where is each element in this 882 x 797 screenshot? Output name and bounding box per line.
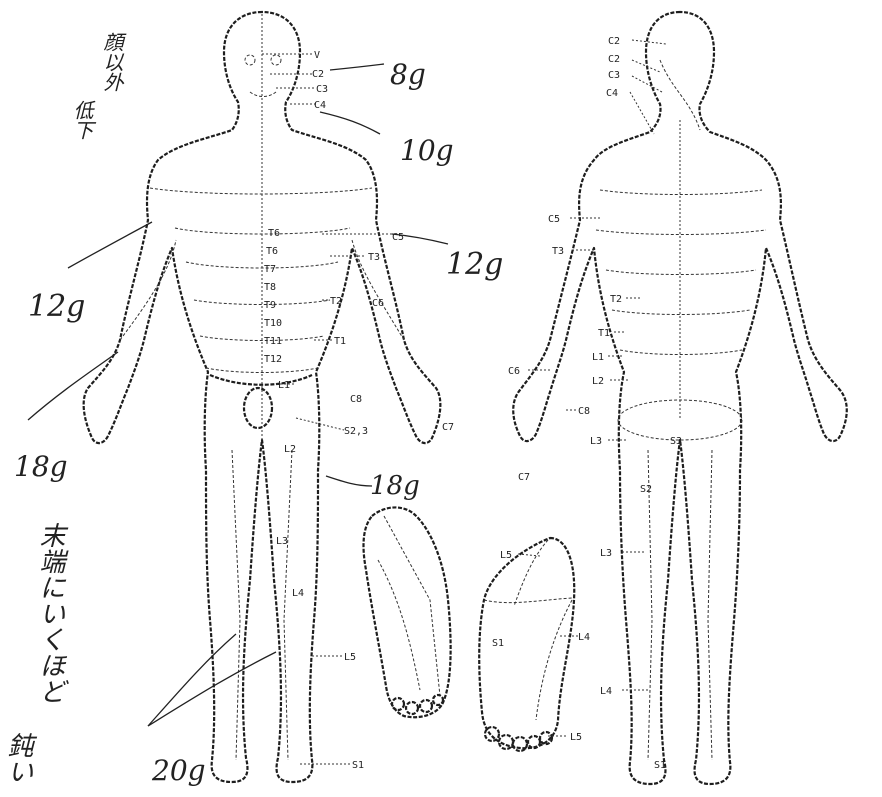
back-label-t2: T2 bbox=[610, 294, 622, 305]
front-label-t7: T7 bbox=[264, 264, 276, 275]
annotation-kanji-face-except: 顔以外 bbox=[100, 32, 124, 92]
front-label-s1: S1 bbox=[352, 760, 364, 771]
front-label-c6r: C6 bbox=[372, 298, 384, 309]
foot-label-l5a: L5 bbox=[500, 550, 512, 561]
front-label-s23: S2,3 bbox=[344, 426, 368, 437]
front-label-v: V bbox=[314, 50, 320, 61]
front-label-t2: T2 bbox=[330, 296, 342, 307]
front-label-t3: T3 bbox=[368, 252, 380, 263]
back-label-s1: S1 bbox=[654, 760, 666, 771]
back-label-c3: C3 bbox=[608, 70, 620, 81]
annotation-kanji-dull: 鈍い bbox=[3, 732, 33, 784]
foot-label-l4: L4 bbox=[578, 632, 590, 643]
handwritten-annotations: 顔以外 低下 8g 10g 12g 12g 18g 18g 末端にいくほど 鈍い… bbox=[3, 32, 503, 787]
back-body-figure bbox=[513, 12, 847, 784]
front-label-c3: C3 bbox=[316, 84, 328, 95]
front-label-l5: L5 bbox=[344, 652, 356, 663]
foot-label-s1: S1 bbox=[492, 638, 504, 649]
annotation-12g-left: 12g bbox=[28, 289, 85, 324]
back-label-l4: L4 bbox=[600, 686, 612, 697]
back-label-s2: S2 bbox=[640, 484, 652, 495]
back-label-c8: C8 bbox=[578, 406, 590, 417]
annotation-10g: 10g bbox=[400, 134, 454, 167]
annotation-20g: 20g bbox=[151, 754, 206, 787]
back-labels: C2 C2 C3 C4 C5 T3 T2 T1 C6 C8 C7 L1 L2 L… bbox=[508, 36, 682, 771]
back-label-l2: L2 bbox=[592, 376, 604, 387]
back-label-t3: T3 bbox=[552, 246, 564, 257]
front-label-t6: T6 bbox=[268, 228, 280, 239]
annotation-12g-right: 12g bbox=[446, 247, 503, 282]
foot-labels: L5 S1 L4 L5 bbox=[492, 550, 590, 743]
front-label-c8: C8 bbox=[350, 394, 362, 405]
annotation-18g-right: 18g bbox=[370, 471, 420, 501]
back-label-l3a: L3 bbox=[590, 436, 602, 447]
back-label-t1: T1 bbox=[598, 328, 610, 339]
front-label-t6b: T6 bbox=[266, 246, 278, 257]
front-label-l3: L3 bbox=[276, 536, 288, 547]
back-label-c2b: C2 bbox=[608, 54, 620, 65]
front-body-figure bbox=[84, 12, 441, 782]
front-label-t8: T8 bbox=[264, 282, 276, 293]
back-label-c2a: C2 bbox=[608, 36, 620, 47]
annotation-kanji-decrease: 低下 bbox=[70, 100, 94, 140]
front-label-l1: L1 bbox=[278, 380, 290, 391]
back-label-c5: C5 bbox=[548, 214, 560, 225]
annotation-8g: 8g bbox=[390, 58, 426, 91]
front-label-t1: T1 bbox=[334, 336, 346, 347]
foot-dorsal-figure bbox=[364, 507, 451, 717]
back-label-c4: C4 bbox=[606, 88, 618, 99]
front-label-l4: L4 bbox=[292, 588, 304, 599]
front-label-t12: T12 bbox=[264, 354, 282, 365]
front-leader-lines bbox=[262, 54, 392, 764]
back-label-c7: C7 bbox=[518, 472, 530, 483]
annotation-kanji-extremities: 末端にいくほど bbox=[35, 522, 65, 704]
annotation-18g-left: 18g bbox=[14, 450, 68, 483]
back-leader-lines bbox=[528, 40, 666, 690]
back-label-l1: L1 bbox=[592, 352, 604, 363]
front-label-c4: C4 bbox=[314, 100, 326, 111]
front-label-t11: T11 bbox=[264, 336, 282, 347]
front-label-c7: C7 bbox=[442, 422, 454, 433]
back-label-l3b: L3 bbox=[600, 548, 612, 559]
back-label-s3: S3 bbox=[670, 436, 682, 447]
front-label-l2: L2 bbox=[284, 444, 296, 455]
back-label-c6: C6 bbox=[508, 366, 520, 377]
front-label-c2: C2 bbox=[312, 69, 324, 80]
front-label-t10: T10 bbox=[264, 318, 282, 329]
foot-label-l5b: L5 bbox=[570, 732, 582, 743]
front-label-t9: T9 bbox=[264, 300, 276, 311]
